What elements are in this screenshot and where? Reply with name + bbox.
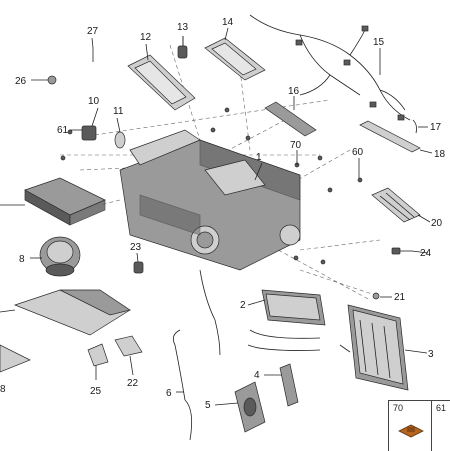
part-26-screw: [47, 75, 57, 85]
part-23-sensor: [133, 261, 144, 274]
callout-3: 3: [428, 349, 434, 360]
callout-11: 11: [113, 106, 124, 117]
part-cabin-filter: [24, 177, 106, 226]
callout-13: 13: [177, 22, 189, 33]
part-25-bracket: [87, 343, 109, 367]
callout-25: 25: [90, 386, 102, 397]
part-20-grille: [371, 187, 421, 223]
part-14-gasket: [204, 37, 266, 81]
part-24-sensor: [391, 247, 412, 255]
leader-lines: [0, 27, 433, 406]
callout-15: 15: [373, 37, 385, 48]
legend-inset-box: 70 61: [388, 400, 450, 451]
part-3-evaporator: [339, 304, 409, 391]
part-12-seal-frame: [127, 54, 196, 111]
callout-2: 2: [240, 300, 246, 311]
callout-27: 27: [87, 26, 99, 37]
part-21-screw: [372, 292, 380, 300]
callout-20: 20: [431, 218, 443, 229]
legend-label-61: 61: [436, 403, 447, 413]
callout-24: 24: [420, 248, 432, 259]
fastener-screws: [60, 107, 363, 265]
callout-5: 5: [205, 400, 211, 411]
callout-60: 60: [352, 147, 364, 158]
part-floor-duct: [0, 344, 31, 373]
callout-61: 61: [57, 125, 69, 136]
part-1-hvac-housing: [119, 129, 301, 271]
callout-70: 70: [290, 140, 302, 151]
callout-8: 8: [19, 254, 25, 265]
callout-17: 17: [430, 122, 442, 133]
callout-26: 26: [15, 76, 27, 87]
part-8-blower-motor: [39, 236, 81, 277]
callout-6: 6: [166, 388, 172, 399]
callout-23: 23: [130, 242, 142, 253]
callout-labels: 27 12 13 14 15 26 10 11 16 17 61 70 1 60…: [0, 17, 446, 411]
callout-1: 1: [256, 152, 262, 163]
callout-21: 21: [394, 292, 406, 303]
callout-18: 18: [434, 149, 446, 160]
callout-22: 22: [127, 378, 139, 389]
part-11-ring: [114, 131, 126, 149]
legend-label-70: 70: [393, 403, 404, 413]
part-6-pipe: [172, 329, 193, 441]
part-15-wiring-harness: [249, 14, 411, 121]
callout-14: 14: [222, 17, 234, 28]
part-5-flap-housing: [234, 381, 266, 433]
legend-part-70-clip: [398, 424, 424, 438]
part-10-actuator: [81, 125, 97, 141]
callout-8-bottom: 8: [0, 384, 6, 395]
part-16-flap-strip: [264, 101, 317, 137]
part-17-clip: [412, 119, 417, 134]
callout-4: 4: [254, 370, 260, 381]
part-22-bracket: [114, 335, 143, 357]
part-4-bracket: [279, 363, 299, 407]
part-18-filter-frame: [359, 120, 421, 153]
callout-12: 12: [140, 32, 152, 43]
part-13-sensor: [177, 36, 188, 59]
part-lower-tray: [13, 289, 131, 336]
callout-16: 16: [288, 86, 300, 97]
callout-10: 10: [88, 96, 100, 107]
legend-cell-61: 61: [432, 401, 450, 451]
part-coolant-pipe: [199, 269, 221, 356]
part-2-heater-core: [247, 289, 326, 351]
legend-cell-70: 70: [389, 401, 432, 451]
